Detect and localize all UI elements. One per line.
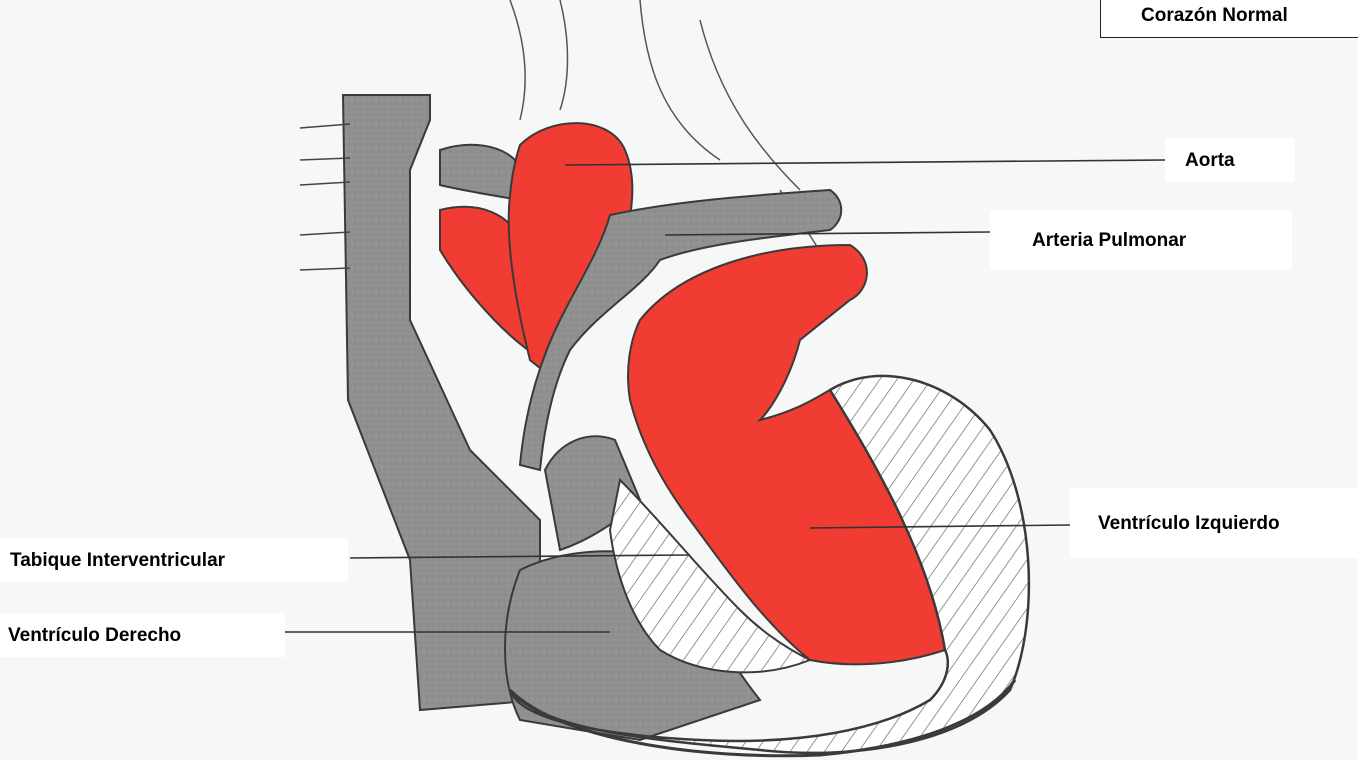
label-ventriculo-izquierdo: Ventrículo Izquierdo bbox=[1070, 488, 1358, 558]
label-tabique-interventricular: Tabique Interventricular bbox=[0, 538, 348, 582]
label-arteria-pulmonar: Arteria Pulmonar bbox=[990, 210, 1292, 270]
pulmonary-vein-upper bbox=[440, 145, 520, 200]
figure-title: Corazón Normal bbox=[1100, 0, 1358, 38]
vena-cava-strokes bbox=[300, 124, 350, 270]
label-ventriculo-derecho: Ventrículo Derecho bbox=[0, 613, 285, 657]
label-aorta: Aorta bbox=[1165, 138, 1295, 182]
